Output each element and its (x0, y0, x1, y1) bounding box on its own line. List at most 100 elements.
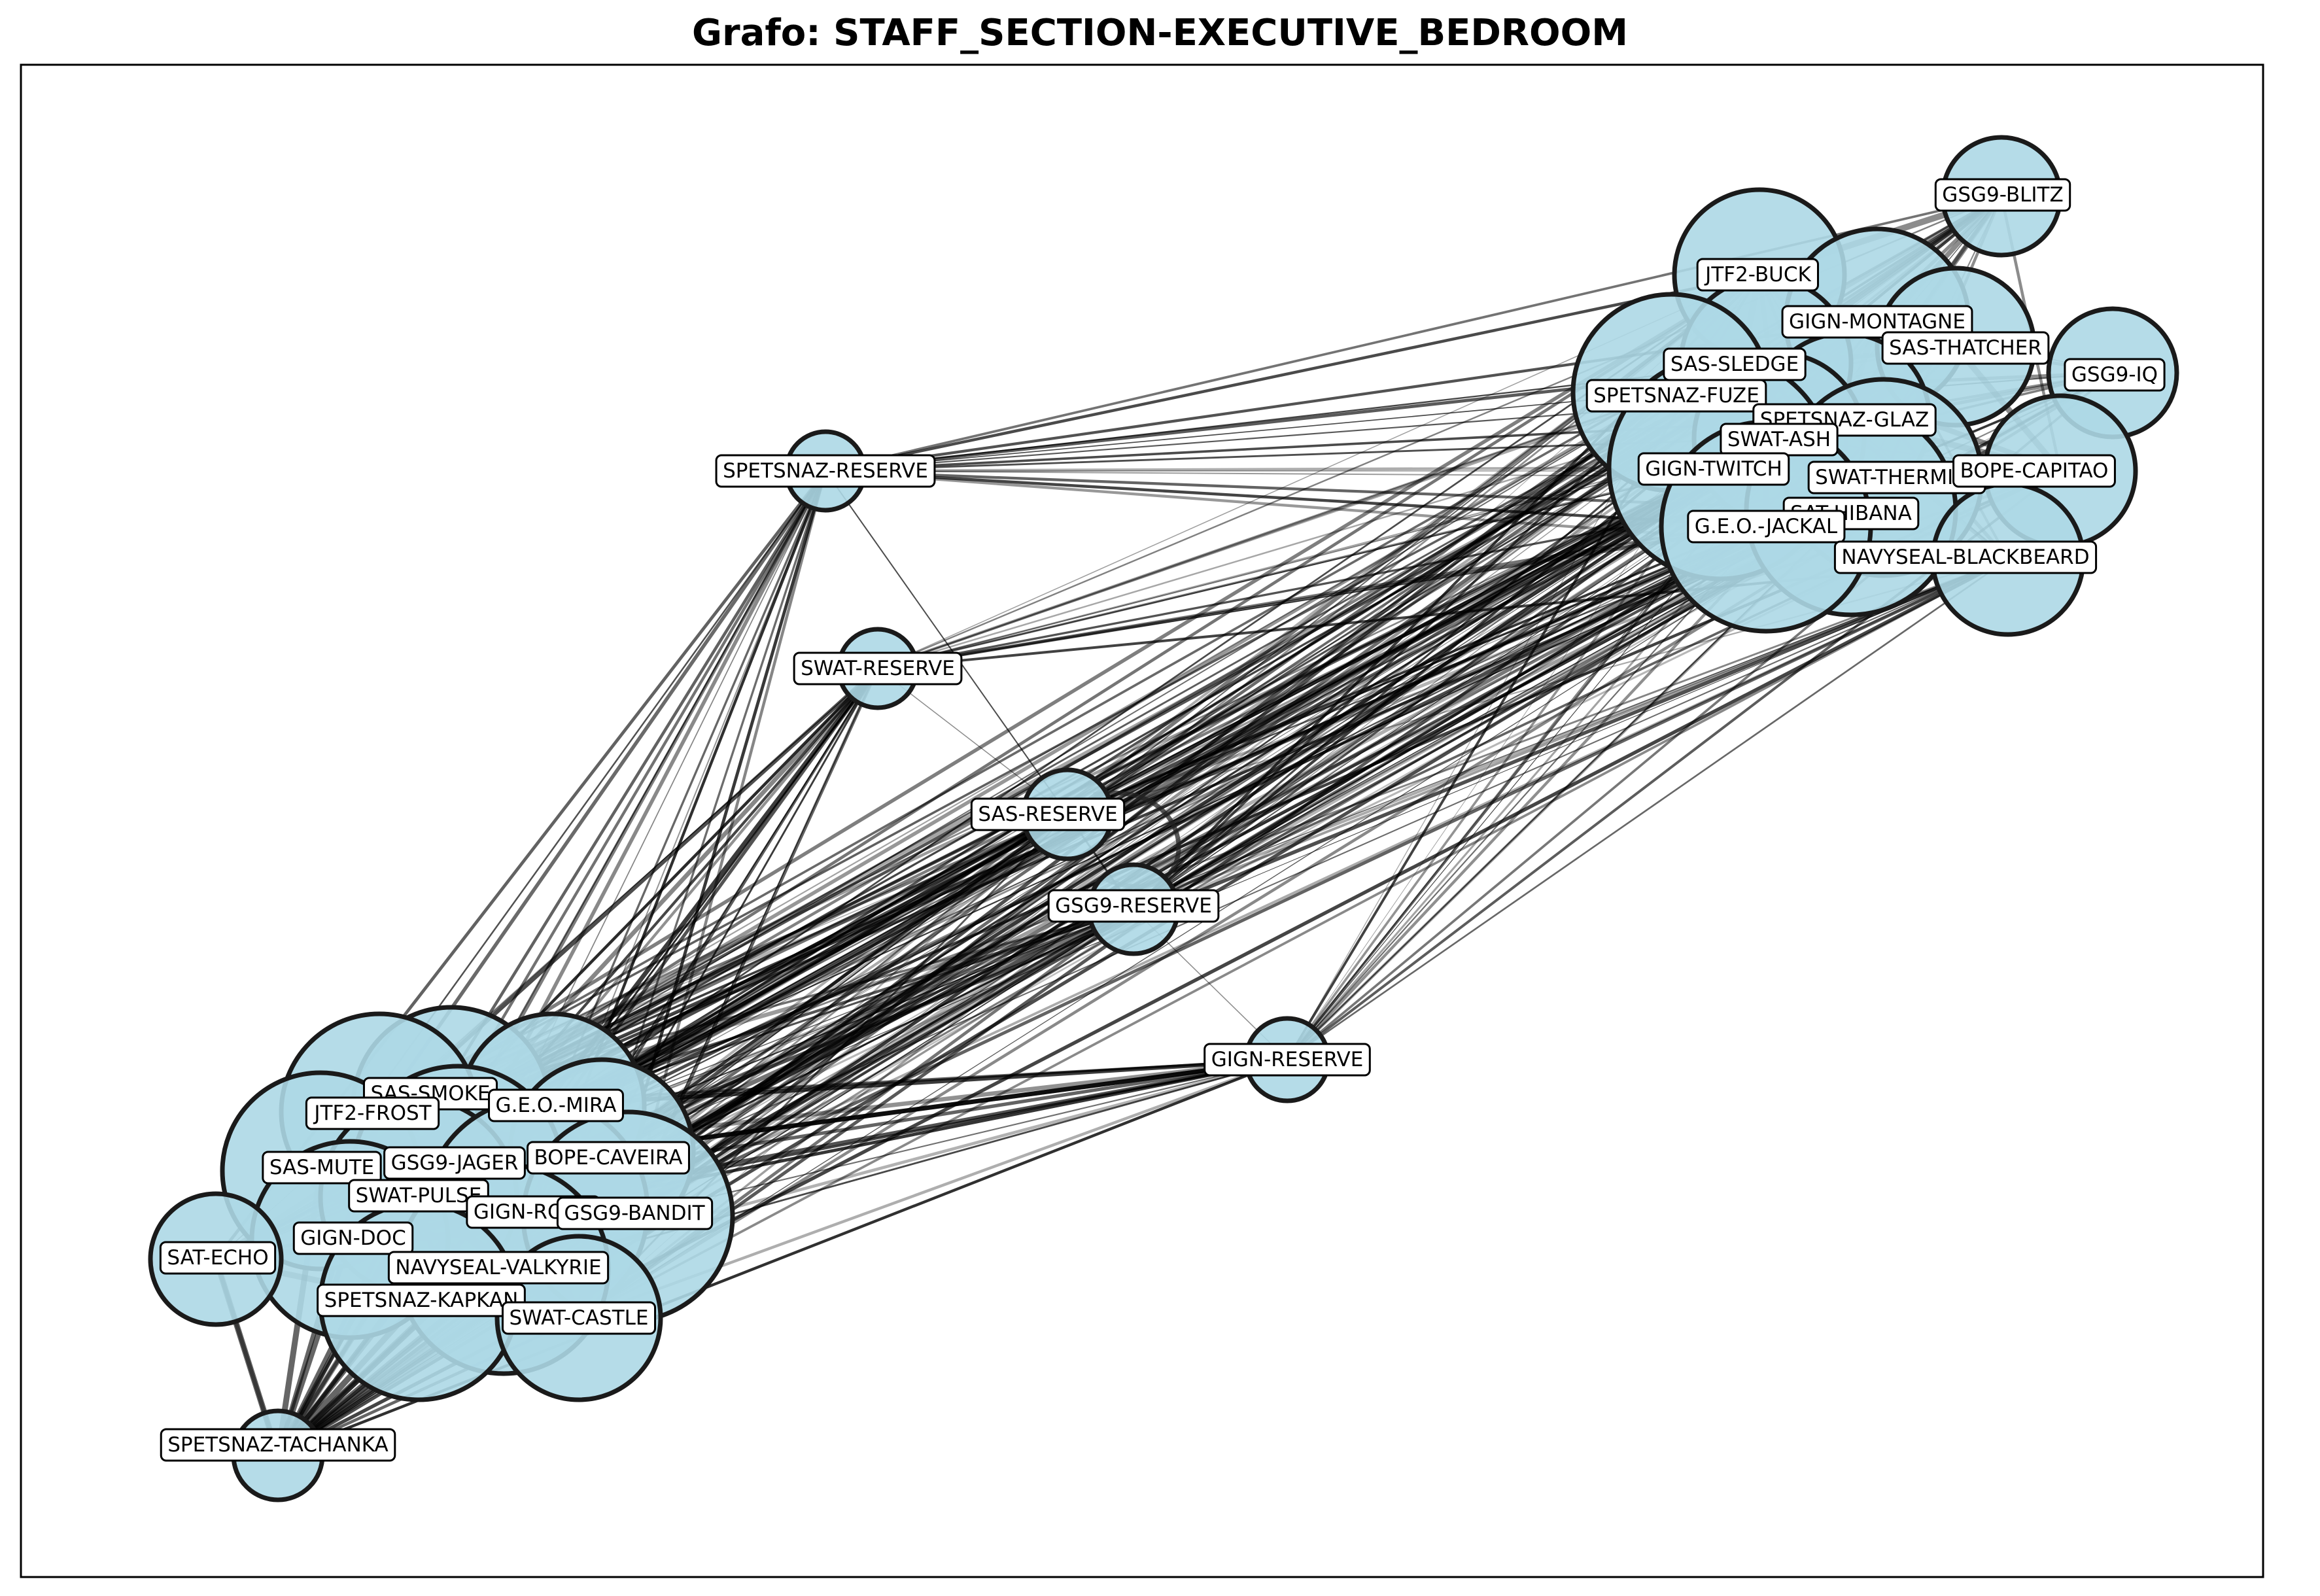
node-label-gign-twitch: GIGN-TWITCH (1637, 452, 1790, 486)
node-label-box (1881, 331, 2050, 365)
node-label-box (1047, 889, 1220, 923)
node-label-navyseal-blackbeard: NAVYSEAL-BLACKBEARD (1833, 540, 2098, 574)
node-label-sas-mute: SAS-MUTE (262, 1151, 382, 1185)
node-label-text: SAS-MUTE (269, 1156, 374, 1179)
edge-gign-reserve--navyseal-blackbeard (1287, 558, 2009, 1061)
edge-swat-reserve--spetsnaz-fuze (877, 390, 1672, 670)
node-label-box (2064, 358, 2166, 392)
node-label-text: SWAT-ASH (1727, 428, 1831, 451)
edge-spetsnaz-reserve--sas-reserve (825, 470, 1068, 815)
node-label-text: SAS-RESERVE (978, 803, 1117, 826)
node-label-box (305, 1096, 440, 1130)
edge-gsg9-reserve--bope-caveira (600, 907, 1135, 1154)
node-label-text: GIGN-TWITCH (1645, 457, 1782, 481)
node-label-text: JTF2-FROST (313, 1102, 432, 1125)
node-label-text: NAVYSEAL-VALKYRIE (395, 1256, 601, 1279)
edge-sas-smoke--jtf2-buck (450, 273, 1761, 1107)
node-label-text: SAS-THATCHER (1889, 336, 2042, 360)
node-label-navyseal-valkyrie: NAVYSEAL-VALKYRIE (387, 1251, 610, 1285)
node-label-swat-reserve: SWAT-RESERVE (793, 651, 963, 685)
label-layer: GSG9-BLITZ JTF2-BUCK GIGN-MONTAGNESAS-THAT… (159, 178, 2166, 1462)
node-label-text: NAVYSEAL-BLACKBEARD (1841, 546, 2089, 569)
node-label-text: SPETSNAZ-RESERVE (723, 459, 928, 483)
node-label-text: SWAT-RESERVE (801, 657, 955, 680)
node-label-spetsnaz-tachanka: SPETSNAZ-TACHANKA (160, 1428, 396, 1462)
edge-spetsnaz-reserve--spetsnaz-fuze (825, 392, 1672, 472)
node-label-box (488, 1088, 624, 1122)
node-label-bope-caveira: BOPE-CAVEIRA (527, 1141, 690, 1175)
node-label-text: SWAT-THERMITE (1815, 466, 1979, 489)
edge-gign-reserve--gign-twitch (1286, 466, 1722, 1061)
node-label-box (1934, 178, 2071, 212)
node-label-box (501, 1301, 657, 1335)
node-label-swat-castle: SWAT-CASTLE (501, 1301, 657, 1335)
node-label-gsg9-jager: GSG9-JAGER (383, 1146, 526, 1180)
graph-title: Grafo: STAFF_SECTION-EXECUTIVE_BEDROOM (692, 12, 1628, 54)
node-label-gsg9-reserve: GSG9-RESERVE (1047, 889, 1220, 923)
node-label-gsg9-iq: GSG9-IQ (2064, 358, 2166, 392)
node-label-text: BOPE-CAPITAO (1960, 459, 2109, 483)
node-label-spetsnaz-kapkan: SPETSNAZ-KAPKAN (317, 1283, 526, 1317)
node-label-box (793, 651, 963, 685)
plot-frame (20, 63, 2264, 1578)
node-label-text: SPETSNAZ-KAPKAN (324, 1289, 519, 1312)
node-label-text: GIGN-DOC (300, 1226, 406, 1250)
edge-gsg9-reserve--navyseal-blackbeard (1133, 558, 2009, 911)
node-label-box (292, 1221, 414, 1255)
edge-gsg9-reserve--gign-twitch (1133, 467, 1721, 910)
node-label-gign-reserve: GIGN-RESERVE (1203, 1043, 1371, 1077)
node-label-swat-pulse: SWAT-PULSE (348, 1179, 489, 1213)
node-label-box (1952, 454, 2116, 488)
node-label-text: SWAT-PULSE (356, 1184, 482, 1207)
edge-spetsnaz-reserve--jtf2-buck (825, 273, 1760, 473)
node-label-text: GSG9-IQ (2071, 363, 2158, 387)
node-label-box (1637, 452, 1790, 486)
node-label-text: GSG9-JAGER (391, 1151, 519, 1175)
edge-g-e-o-mira--jtf2-buck (552, 273, 1760, 1107)
edge-swat-reserve--g-e-o-jackal (877, 526, 1767, 669)
node-label-sat-echo: SAT-ECHO (159, 1241, 277, 1275)
edge-sas-reserve--gign-twitch (1067, 466, 1721, 816)
node-label-box (317, 1283, 526, 1317)
edge-gign-rook--gign-twitch (536, 466, 1721, 1211)
node-label-text: SPETSNAZ-FUZE (1593, 384, 1759, 408)
node-label-text: SPETSNAZ-TACHANKA (167, 1433, 389, 1457)
node-label-text: SAT-ECHO (167, 1246, 268, 1270)
node-label-box (262, 1151, 382, 1185)
node-label-box (159, 1241, 277, 1275)
node-label-text: GIGN-MONTAGNE (1789, 310, 1965, 334)
edge-gign-reserve--g-e-o-jackal (1287, 526, 1767, 1060)
node-label-jtf2-buck: JTF2-BUCK (1696, 258, 1819, 292)
edge-gign-reserve--spetsnaz-fuze (1287, 392, 1672, 1060)
node-label-gign-doc: GIGN-DOC (292, 1221, 414, 1255)
node-label-box (1833, 540, 2098, 574)
node-label-jtf2-frost: JTF2-FROST (305, 1096, 440, 1130)
node-label-sas-sledge: SAS-SLEDGE (1663, 347, 1807, 381)
node-label-bope-capitao: BOPE-CAPITAO (1952, 454, 2116, 488)
node-label-box (556, 1196, 714, 1230)
edge-gign-rook--navyseal-blackbeard (536, 559, 2009, 1211)
edge-sas-reserve--spetsnaz-fuze (1066, 391, 1672, 816)
node-label-box (383, 1146, 526, 1180)
node-label-sas-thatcher: SAS-THATCHER (1881, 331, 2050, 365)
node-label-text: G.E.O.-MIRA (496, 1094, 617, 1117)
node-label-box (715, 454, 936, 488)
node-label-gsg9-bandit: GSG9-BANDIT (556, 1196, 714, 1230)
edge-gsg9-reserve--spetsnaz-fuze (1132, 391, 1672, 911)
edge-spetsnaz-reserve--sas-smoke (450, 470, 827, 1107)
node-label-text: GSG9-BLITZ (1942, 183, 2063, 207)
node-label-text: GSG9-BANDIT (564, 1202, 705, 1225)
node-label-box (1696, 258, 1819, 292)
node-label-box (160, 1428, 396, 1462)
node-label-text: BOPE-CAVEIRA (534, 1146, 683, 1170)
node-label-text: SWAT-CASTLE (509, 1306, 648, 1330)
node-label-box (527, 1141, 690, 1175)
node-label-box (970, 797, 1126, 831)
node-label-text: JTF2-BUCK (1704, 263, 1811, 286)
edge-sas-reserve--g-e-o-jackal (1067, 525, 1767, 816)
node-label-text: GSG9-RESERVE (1055, 894, 1212, 918)
node-label-text: SAS-SLEDGE (1671, 353, 1799, 376)
edge-spetsnaz-reserve--gign-twitch (825, 466, 1721, 473)
node-label-sas-reserve: SAS-RESERVE (970, 797, 1126, 831)
edge-swat-castle--jtf2-buck (578, 274, 1760, 1319)
